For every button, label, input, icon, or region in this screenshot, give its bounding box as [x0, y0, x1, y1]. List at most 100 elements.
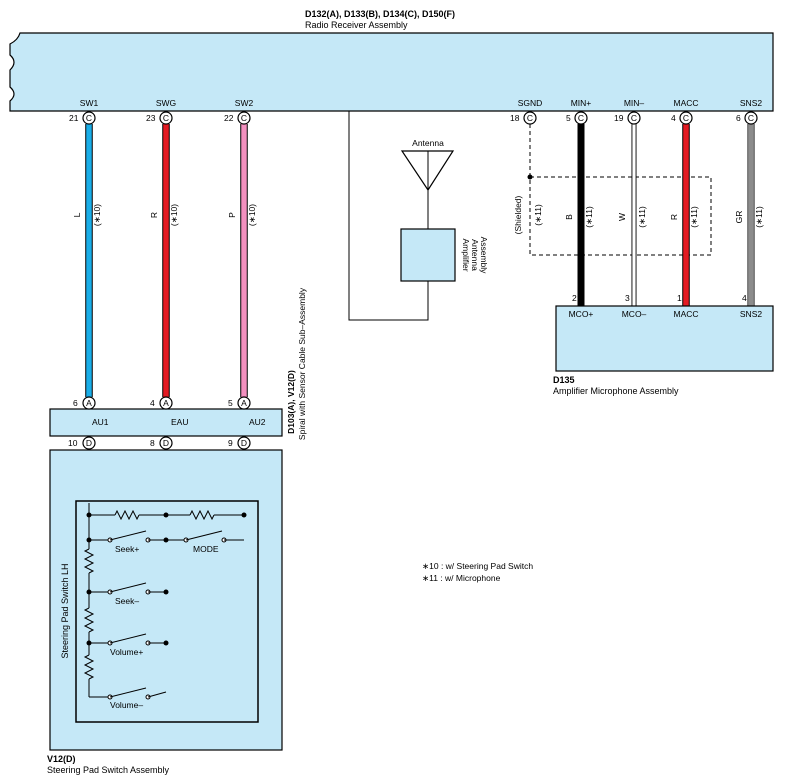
spiral-pin-10: 10 D [68, 436, 96, 450]
resistor-4-icon [83, 607, 95, 633]
svg-text:9: 9 [228, 438, 233, 448]
mic-pin-num-sns2: 4 [742, 293, 747, 303]
svg-text:22: 22 [224, 113, 234, 123]
junction-dot [163, 537, 169, 543]
svg-text:5: 5 [566, 113, 571, 123]
wire-note-r2: (∗11) [689, 206, 699, 228]
radio-pin-minp: 5 C [566, 111, 588, 125]
switch-label-volp: Volume+ [110, 647, 143, 657]
svg-text:C: C [683, 113, 689, 123]
svg-text:D: D [241, 438, 247, 448]
seekp-switch-blade [109, 530, 147, 541]
spiral-name: Spiral with Sensor Cable Sub–Assembly [297, 287, 307, 440]
steering-inner-label: Steering Pad Switch LH [60, 563, 70, 658]
radio-pin-label-minp: MIN+ [571, 98, 592, 108]
spiral-label-eau: EAU [171, 417, 188, 427]
radio-pin-macc: 4 C [671, 111, 693, 125]
svg-text:18: 18 [510, 113, 520, 123]
svg-text:8: 8 [150, 438, 155, 448]
antenna-ground-line [348, 111, 429, 321]
radio-pin-label-minm: MIN– [624, 98, 645, 108]
wire-note-r: (∗10) [169, 204, 179, 226]
steering-name: Steering Pad Switch Assembly [47, 765, 170, 775]
spiral-pin-4: 4 A [150, 396, 173, 410]
wire-note-gr: (∗11) [754, 206, 764, 228]
resistor-2-icon [189, 509, 215, 521]
radio-pin-minm: 19 C [614, 111, 641, 125]
mic-pin-num-macc: 1 [677, 293, 682, 303]
wire-note-w: (∗11) [637, 206, 647, 228]
radio-pin-swg: 23 C [146, 111, 173, 125]
svg-text:6: 6 [736, 113, 741, 123]
junction-dot [86, 537, 92, 543]
mic-pin-num-mcop: 2 [572, 293, 577, 303]
mic-pin-label-mcom: MCO– [622, 309, 647, 319]
radio-pin-sw1: 21 C [69, 111, 96, 125]
svg-text:C: C [86, 113, 92, 123]
radio-pin-label-macc: MACC [673, 98, 698, 108]
antenna-title: Antenna [412, 138, 444, 148]
spiral-pin-8: 8 D [150, 436, 173, 450]
shield-label: (Shielded) [513, 195, 523, 234]
wire-code-l: L [72, 212, 82, 217]
spiral-pin-5: 5 A [228, 396, 251, 410]
volp-switch-blade [109, 633, 147, 644]
svg-text:10: 10 [68, 438, 78, 448]
wire-note-l: (∗10) [92, 204, 102, 226]
switch-label-seekm: Seek– [115, 596, 139, 606]
svg-text:5: 5 [228, 398, 233, 408]
mic-pin-label-mcop: MCO+ [569, 309, 594, 319]
switch-label-mode: MODE [193, 544, 219, 554]
radio-pin-sw2: 22 C [224, 111, 251, 125]
shield-junction-dot [527, 174, 533, 180]
svg-text:6: 6 [73, 398, 78, 408]
note-11: ∗11 : w/ Microphone [422, 573, 501, 583]
wire-code-w: W [617, 213, 627, 221]
microphone-box [555, 305, 774, 372]
shield-note: (∗11) [533, 204, 543, 226]
svg-text:4: 4 [671, 113, 676, 123]
steering-code: V12(D) [47, 754, 76, 764]
junction-dot [86, 589, 92, 595]
volm-switch-blade [109, 687, 147, 698]
svg-text:D: D [86, 438, 92, 448]
svg-text:4: 4 [150, 398, 155, 408]
steering-pad-outer-box [49, 449, 283, 751]
radio-pin-label-sw2: SW2 [235, 98, 254, 108]
junction-dot [163, 512, 169, 518]
seekm-switch-blade [109, 582, 147, 593]
svg-text:A: A [241, 398, 247, 408]
mic-pin-num-mcom: 3 [625, 293, 630, 303]
resistor-3-icon [83, 548, 95, 574]
mic-pin-label-sns2: SNS2 [740, 309, 762, 319]
radio-pin-label-sns2: SNS2 [740, 98, 762, 108]
radio-codes: D132(A), D133(B), D134(C), D150(F) [305, 9, 455, 19]
radio-name: Radio Receiver Assembly [305, 20, 408, 30]
radio-pin-sgnd: 18 C [510, 111, 537, 125]
svg-text:C: C [631, 113, 637, 123]
spiral-cable-box [49, 408, 283, 437]
wire-note-b: (∗11) [584, 206, 594, 228]
junction-dot [86, 512, 92, 518]
resistor-1-icon [114, 509, 140, 521]
wire-code-gr: GR [734, 211, 744, 224]
radio-pin-label-sw1: SW1 [80, 98, 99, 108]
amp-antenna-line3: Assembly [479, 237, 489, 275]
note-10: ∗10 : w/ Steering Pad Switch [422, 561, 533, 571]
spiral-label-au2: AU2 [249, 417, 266, 427]
switch-label-seekp: Seek+ [115, 544, 139, 554]
mic-pin-label-macc: MACC [673, 309, 698, 319]
amplifier-antenna-box [400, 228, 456, 282]
junction-dot [241, 512, 247, 518]
mode-switch-blade [185, 530, 223, 541]
svg-text:A: A [86, 398, 92, 408]
spiral-pin-9: 9 D [228, 436, 251, 450]
svg-text:C: C [241, 113, 247, 123]
svg-text:A: A [163, 398, 169, 408]
svg-text:C: C [578, 113, 584, 123]
junction-dot [163, 589, 169, 595]
radio-pin-label-sgnd: SGND [518, 98, 543, 108]
switch-label-volm: Volume– [110, 700, 143, 710]
spiral-label-au1: AU1 [92, 417, 109, 427]
spiral-code: D103(A), V12(D) [286, 370, 296, 434]
